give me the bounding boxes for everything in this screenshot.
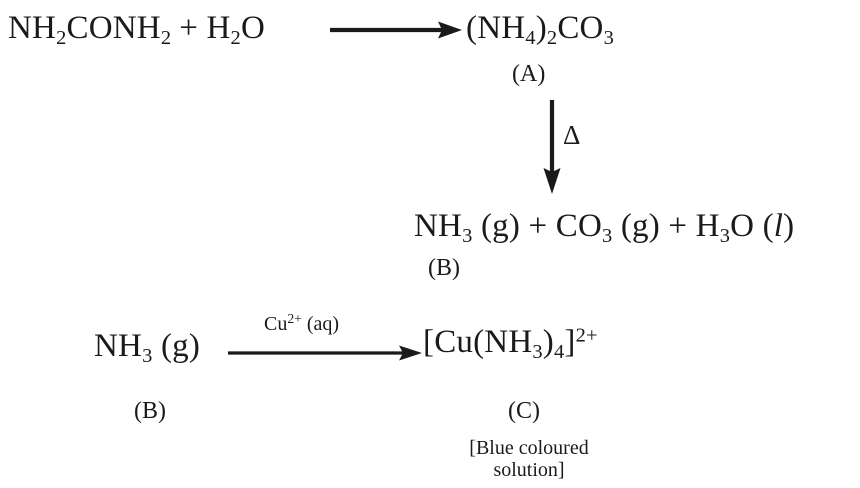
product3-sub-3: 3 — [532, 341, 543, 364]
product-paren-close: ) — [535, 10, 547, 46]
reactant3-nh-text: NH — [94, 328, 143, 364]
caption-line-2: solution] — [493, 459, 565, 482]
reaction3-reactant-ammonia: NH3 (g) — [94, 328, 201, 367]
reaction3-condition-copper-aqueous: Cu2+ (aq) — [264, 311, 340, 335]
product2-sub-3b: 3 — [601, 225, 613, 248]
reaction3-product-complex: [Cu(NH3)4]2+ — [423, 324, 598, 362]
reactant-conh-text: CONH — [66, 10, 161, 46]
label-C: (C) — [508, 398, 540, 424]
product2-oxygen-paren: O ( — [730, 208, 774, 244]
product2-state-liquid: l — [773, 208, 784, 244]
reactant-nh-text: NH — [8, 10, 57, 46]
product-sub-4: 4 — [525, 27, 536, 50]
reaction2-products: NH3 (g) + CO3 (g) + H3O (l) — [414, 208, 795, 247]
reactant-sub-2a: 2 — [56, 27, 67, 50]
reaction2-down-arrow-icon — [542, 100, 562, 194]
reaction1-product-ammonium-carbonate: (NH4)2CO3 — [466, 10, 614, 49]
product2-gas-plus-co: (g) + CO — [472, 208, 602, 244]
reactant3-state-gas: (g) — [152, 328, 201, 364]
reaction2-condition-delta: Δ — [563, 120, 581, 150]
product3-bracket-close: ] — [564, 324, 576, 360]
product3-caption: [Blue coloured solution] — [404, 437, 654, 482]
product3-cu-nh-text: [Cu(NH — [423, 324, 533, 360]
label-B-reaction2: (B) — [428, 255, 460, 281]
product-nh-text: (NH — [466, 10, 526, 46]
reactant-plus-water: + H — [179, 10, 231, 46]
condition-state-aqueous: (aq) — [301, 313, 340, 335]
caption-line-1: [Blue coloured — [469, 437, 589, 459]
product2-sub-3c: 3 — [719, 225, 731, 248]
product-sub-3: 3 — [603, 27, 614, 50]
product2-nh-text: NH — [414, 208, 463, 244]
product2-sub-3a: 3 — [462, 225, 473, 248]
reaction1-right-arrow-icon — [330, 20, 462, 40]
product-co-text: CO — [557, 10, 604, 46]
reactant-oxygen-text: O — [240, 10, 265, 46]
product2-paren-close: ) — [783, 208, 795, 244]
reactant-sub-2b: 2 — [160, 27, 172, 50]
reaction3-right-arrow-icon — [228, 344, 422, 362]
reaction1-reactants: NH2CONH2+ H2O — [8, 10, 265, 49]
label-A: (A) — [512, 61, 546, 87]
product3-charge-2plus: 2+ — [575, 324, 598, 347]
reactant3-sub-3: 3 — [142, 345, 153, 368]
label-B-reaction3: (B) — [134, 398, 166, 424]
product2-gas-plus-h: (g) + H — [612, 208, 720, 244]
condition-cu-text: Cu — [264, 313, 288, 335]
condition-charge-2plus: 2+ — [287, 311, 302, 327]
reactant-sub-water: 2 — [230, 27, 241, 50]
product3-sub-4: 4 — [553, 341, 565, 364]
product3-paren-close: ) — [542, 324, 554, 360]
product-sub-2: 2 — [546, 27, 558, 50]
